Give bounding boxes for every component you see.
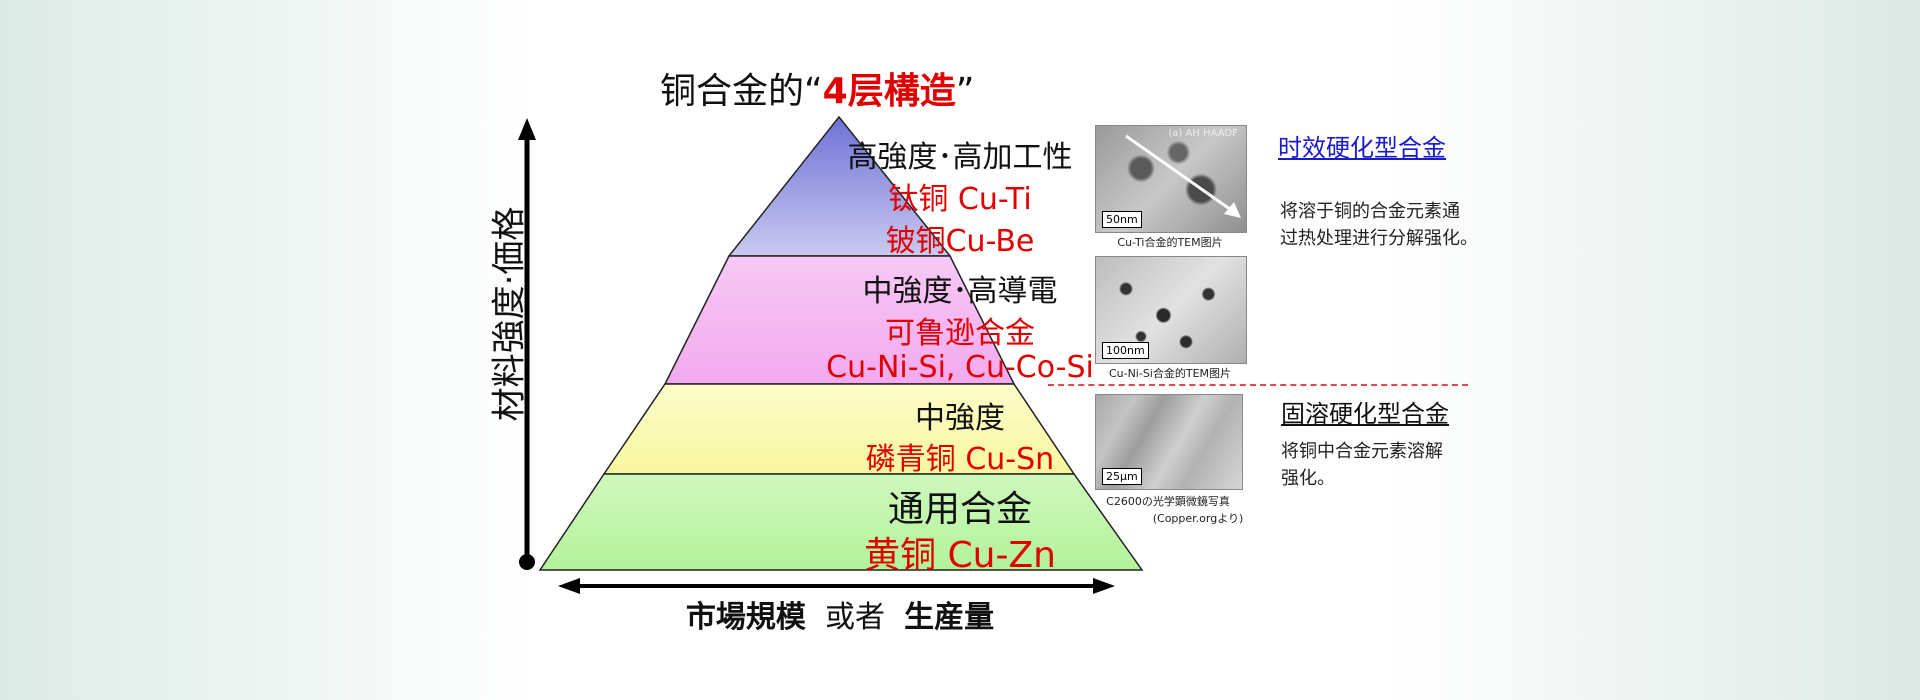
cu-ti-tem-photo: (a) AH HAADF 50nm [1095,125,1247,233]
tier2-alloy-corson: 可鲁逊合金 [885,316,1035,351]
aging-desc-line1: 将溶于铜的合金元素通 [1280,201,1460,222]
tier4-band [538,473,1144,571]
y-axis-label: 材料強度·価格 [489,206,530,422]
tier1-alloy-cu-ti: 钛铜 Cu-Ti [888,182,1032,217]
cu-ni-si-tem-photo: 100nm [1095,256,1247,364]
y-axis-arrow [518,118,536,570]
photo3-source: (Copper.orgより) [1152,512,1244,525]
photo2-caption: Cu-Ni-Si合金的TEM图片 [1108,367,1232,380]
aging-desc-line2: 过热处理进行分解强化。 [1280,228,1478,249]
x-axis-arrow [558,578,1115,594]
solution-desc-line2: 强化。 [1281,468,1335,489]
aging-hardening-link[interactable]: 时效硬化型合金 [1278,134,1446,162]
x-axis-label-market: 市場規模 [685,600,806,635]
tier1-heading: 高強度･高加工性 [847,140,1073,175]
title-prefix: 铜合金的“ [660,71,823,112]
category-divider [1048,384,1468,386]
photo1-arrow [1125,134,1241,218]
tier3-heading: 中強度 [915,401,1005,436]
tier3-alloy-cu-sn: 磷青铜 Cu-Sn [865,442,1055,477]
x-axis-label: 市場規模 或者 生産量 [555,592,1125,636]
photo1-caption: Cu-Ti合金的TEM图片 [1117,236,1223,249]
photo2-scale-bar: 100nm [1102,342,1149,359]
photo1-overlay-label: (a) AH HAADF [1168,128,1238,139]
tier4-heading: 通用合金 [887,489,1032,530]
tier2-alloy-formulas: Cu-Ni-Si, Cu-Co-Si [826,350,1094,385]
c2600-optical-photo: 25μm [1095,394,1243,490]
photo3-caption: C2600の光学顕微鏡写真 [1106,495,1230,508]
x-axis-label-production: 生産量 [904,600,995,635]
solution-hardening-title: 固溶硬化型合金 [1281,400,1449,428]
solution-hardening-description: 将铜中合金元素溶解 强化。 [1281,438,1443,492]
tier1-alloy-cu-be: 铍铜Cu-Be [885,224,1035,259]
photo3-scale-bar: 25μm [1102,468,1142,485]
tier2-heading: 中強度･高導電 [862,274,1058,309]
x-axis-label-or: 或者 [825,600,885,635]
aging-hardening-description: 将溶于铜的合金元素通 过热处理进行分解强化。 [1280,198,1478,252]
photo1-scale-bar: 50nm [1102,211,1142,228]
title-highlight: 4层構造 [822,71,956,112]
tier4-alloy-cu-zn: 黄铜 Cu-Zn [864,535,1056,576]
diagram-title: 铜合金的“4层構造” [660,62,1040,114]
solution-desc-line1: 将铜中合金元素溶解 [1281,441,1443,462]
title-suffix: ” [955,71,975,112]
